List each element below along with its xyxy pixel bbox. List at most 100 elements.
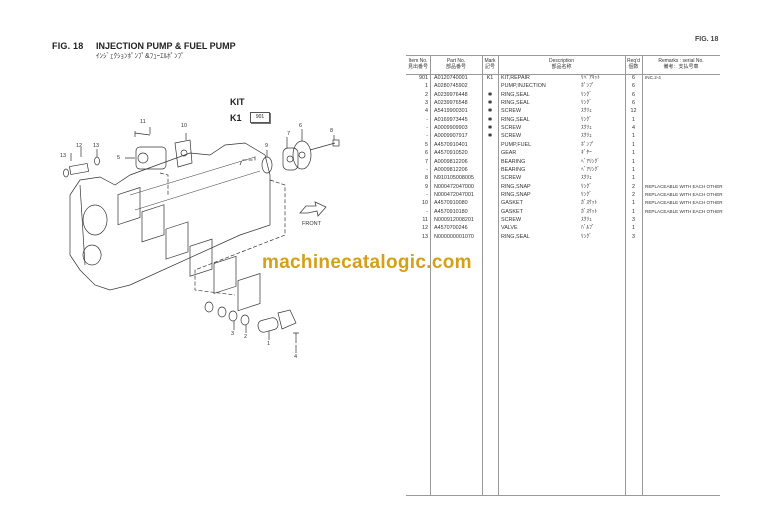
description-jp-cell: ｽｸﾘｭ bbox=[581, 216, 592, 223]
header-jp: 記号 bbox=[484, 64, 495, 70]
description-cell: RING,SNAP bbox=[501, 191, 531, 198]
kit-item-box: 901 bbox=[250, 112, 270, 123]
part-no-cell: N910105008005 bbox=[434, 175, 474, 182]
header-en: Description bbox=[548, 58, 574, 64]
callout-1: 1 bbox=[267, 341, 271, 347]
description-cell: RING,SEAL bbox=[501, 91, 530, 98]
remarks-cell: REPLACEABLE WITH EACH OTHER bbox=[645, 191, 723, 197]
header-jp: 見出番号 bbox=[407, 64, 428, 70]
description-jp-cell: ｽｸﾘｭ bbox=[581, 175, 592, 182]
column-header-description: Description 部品名称 bbox=[498, 58, 625, 70]
description-jp-cell: ｽｸﾘｭ bbox=[581, 125, 592, 132]
description-jp-cell: ｶﾞｽｹｯﾄ bbox=[581, 200, 598, 207]
figure-number: FIG. 18 bbox=[52, 41, 84, 51]
quantity-cell: 2 bbox=[632, 183, 635, 190]
callout-7: 7 bbox=[287, 131, 291, 137]
figure-number-right: FIG. 18 bbox=[695, 36, 719, 43]
quantity-cell: 1 bbox=[632, 208, 635, 215]
column-header-item-no: Item No. 見出番号 bbox=[406, 58, 430, 70]
callout-13-left: 13 bbox=[60, 153, 67, 159]
header-jp: 部品名称 bbox=[551, 64, 572, 70]
mark-cell: ✱ bbox=[487, 125, 493, 132]
quantity-cell: 12 bbox=[630, 108, 637, 115]
quantity-cell: 1 bbox=[632, 166, 635, 173]
remarks-cell: REPLACEABLE WITH EACH OTHER bbox=[645, 183, 723, 189]
header-jp: 部品番号 bbox=[445, 64, 466, 70]
header-en: Remarks : serial No. bbox=[658, 58, 704, 64]
part-no-cell: A0280745902 bbox=[434, 83, 468, 90]
header-en: Req'd bbox=[627, 58, 640, 64]
column-header-part-no: Part No. 部品番号 bbox=[430, 58, 482, 70]
quantity-cell: 6 bbox=[632, 100, 635, 107]
description-cell: SCREW bbox=[501, 108, 522, 115]
description-jp-cell: ﾘﾝｸﾞ bbox=[581, 191, 592, 198]
quantity-cell: 6 bbox=[632, 91, 635, 98]
callout-10: 10 bbox=[181, 123, 188, 129]
item-no-cell: 5 bbox=[425, 141, 428, 148]
description-jp-cell: ﾘﾝｸﾞ bbox=[581, 100, 592, 107]
mark-cell: ✱ bbox=[487, 116, 493, 123]
part-no-cell: N000000001070 bbox=[434, 233, 474, 240]
callout-4: 4 bbox=[294, 354, 298, 360]
mark-cell: ✱ bbox=[487, 100, 493, 107]
remarks-cell: REPLACEABLE WITH EACH OTHER bbox=[645, 208, 723, 214]
part-no-cell: A0239976548 bbox=[434, 100, 468, 107]
mark-cell: ✱ bbox=[487, 108, 493, 115]
description-jp-cell: ﾘﾝｸﾞ bbox=[581, 233, 592, 240]
description-cell: RING,SEAL bbox=[501, 116, 530, 123]
description-jp-cell: ｽｸﾘｭ bbox=[581, 133, 592, 140]
quantity-cell: 4 bbox=[632, 125, 635, 132]
quantity-cell: 1 bbox=[632, 141, 635, 148]
item-no-cell: 12 bbox=[422, 225, 428, 232]
quantity-cell: 1 bbox=[632, 158, 635, 165]
remarks-cell: REPLACEABLE WITH EACH OTHER bbox=[645, 200, 723, 206]
quantity-cell: 6 bbox=[632, 83, 635, 90]
kit-code: K1 bbox=[230, 113, 242, 123]
mark-cell: ✱ bbox=[487, 133, 493, 140]
mark-cell: ✱ bbox=[487, 91, 493, 98]
remarks-cell: INC.2-4 bbox=[645, 75, 661, 80]
header-jp: 個数 bbox=[628, 64, 639, 70]
quantity-cell: 6 bbox=[632, 75, 635, 81]
description-cell: SCREW bbox=[501, 175, 522, 182]
description-cell: RING,SNAP bbox=[501, 183, 531, 190]
part-no-cell: A4570910080 bbox=[434, 200, 468, 207]
header-en: Part No. bbox=[446, 58, 466, 64]
part-no-cell: A0009812206 bbox=[434, 166, 468, 173]
description-jp-cell: ﾍﾞｱﾘﾝｸﾞ bbox=[581, 166, 600, 173]
quantity-cell: 1 bbox=[632, 225, 635, 232]
front-label: FRONT bbox=[302, 221, 321, 227]
quantity-cell: 1 bbox=[632, 133, 635, 140]
quantity-cell: 2 bbox=[632, 191, 635, 198]
part-no-cell: A4570910520 bbox=[434, 150, 468, 157]
mark-cell: K1 bbox=[486, 75, 494, 81]
description-cell: RING,SEAL bbox=[501, 100, 530, 107]
quantity-cell: 1 bbox=[632, 116, 635, 123]
description-cell: RING,SEAL bbox=[501, 233, 530, 240]
description-cell: VALVE bbox=[501, 225, 518, 232]
description-cell: BEARING bbox=[501, 166, 526, 173]
description-cell: KIT,REPAIR bbox=[501, 75, 530, 81]
description-jp-cell: ｶﾞｽｹｯﾄ bbox=[581, 208, 598, 215]
item-no-cell: - bbox=[426, 166, 428, 173]
description-cell: GASKET bbox=[501, 200, 523, 207]
description-jp-cell: ﾎﾟﾝﾌﾟ bbox=[581, 83, 595, 90]
callout-2: 2 bbox=[244, 334, 248, 340]
item-no-cell: 901 bbox=[419, 75, 428, 81]
table-row: -A0009812206 BEARING ﾍﾞｱﾘﾝｸﾞ 1 bbox=[406, 166, 720, 174]
item-no-cell: - bbox=[426, 191, 428, 198]
part-no-cell: A4570700246 bbox=[434, 225, 468, 232]
front-arrow-icon bbox=[299, 201, 327, 217]
callout-11: 11 bbox=[140, 119, 146, 125]
part-no-cell: N000472047000 bbox=[434, 183, 474, 190]
part-no-cell: A0009812206 bbox=[434, 158, 468, 165]
description-jp-cell: ﾍﾞｱﾘﾝｸﾞ bbox=[581, 158, 600, 165]
quantity-cell: 1 bbox=[632, 150, 635, 157]
